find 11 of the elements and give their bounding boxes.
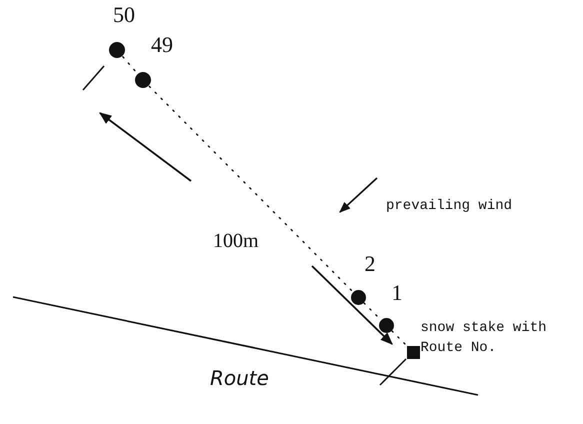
- wind-label: prevailing wind: [386, 198, 512, 214]
- dotted-line: [122, 56, 138, 74]
- point-number: 2: [364, 250, 376, 276]
- dotted-line: [148, 86, 353, 292]
- dotted-line: [391, 330, 408, 348]
- point-number: 50: [113, 2, 135, 28]
- point-number: 49: [151, 32, 173, 58]
- point-number: 1: [392, 280, 402, 306]
- stake-caption: snow stake with Route No.: [420, 318, 548, 358]
- route-label: Route: [210, 366, 269, 390]
- dimension-label: 100m: [213, 230, 259, 253]
